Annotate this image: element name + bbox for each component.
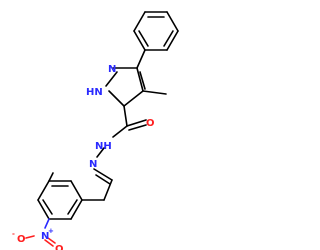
phenyl-pyrazole-bond <box>136 49 146 69</box>
amide-nh-label: NH <box>95 141 112 152</box>
nitro-n-label: N <box>41 231 49 242</box>
carboxamide <box>112 105 147 138</box>
nitro-n-charge: + <box>48 227 54 235</box>
methyl-bond <box>142 90 167 95</box>
pyrazole-n-label: N <box>108 64 116 75</box>
carbonyl-o-label: O <box>146 118 155 129</box>
pyrazole-nh-label: HN <box>86 87 103 98</box>
molecule-structure: N HN O NH N N + O - O <box>12 11 179 250</box>
nitro-group <box>25 172 56 247</box>
phenyl-ring <box>133 11 179 51</box>
pyrazole-ring <box>105 67 146 107</box>
nitrophenyl-ring <box>37 180 105 220</box>
hydrazone-n-label: N <box>89 159 97 170</box>
nitro-o-single-label: O <box>17 234 26 245</box>
nitro-o-charge: - <box>12 230 15 238</box>
nitro-o-double-label: O <box>55 244 64 250</box>
hydrazone-linker <box>93 147 113 201</box>
